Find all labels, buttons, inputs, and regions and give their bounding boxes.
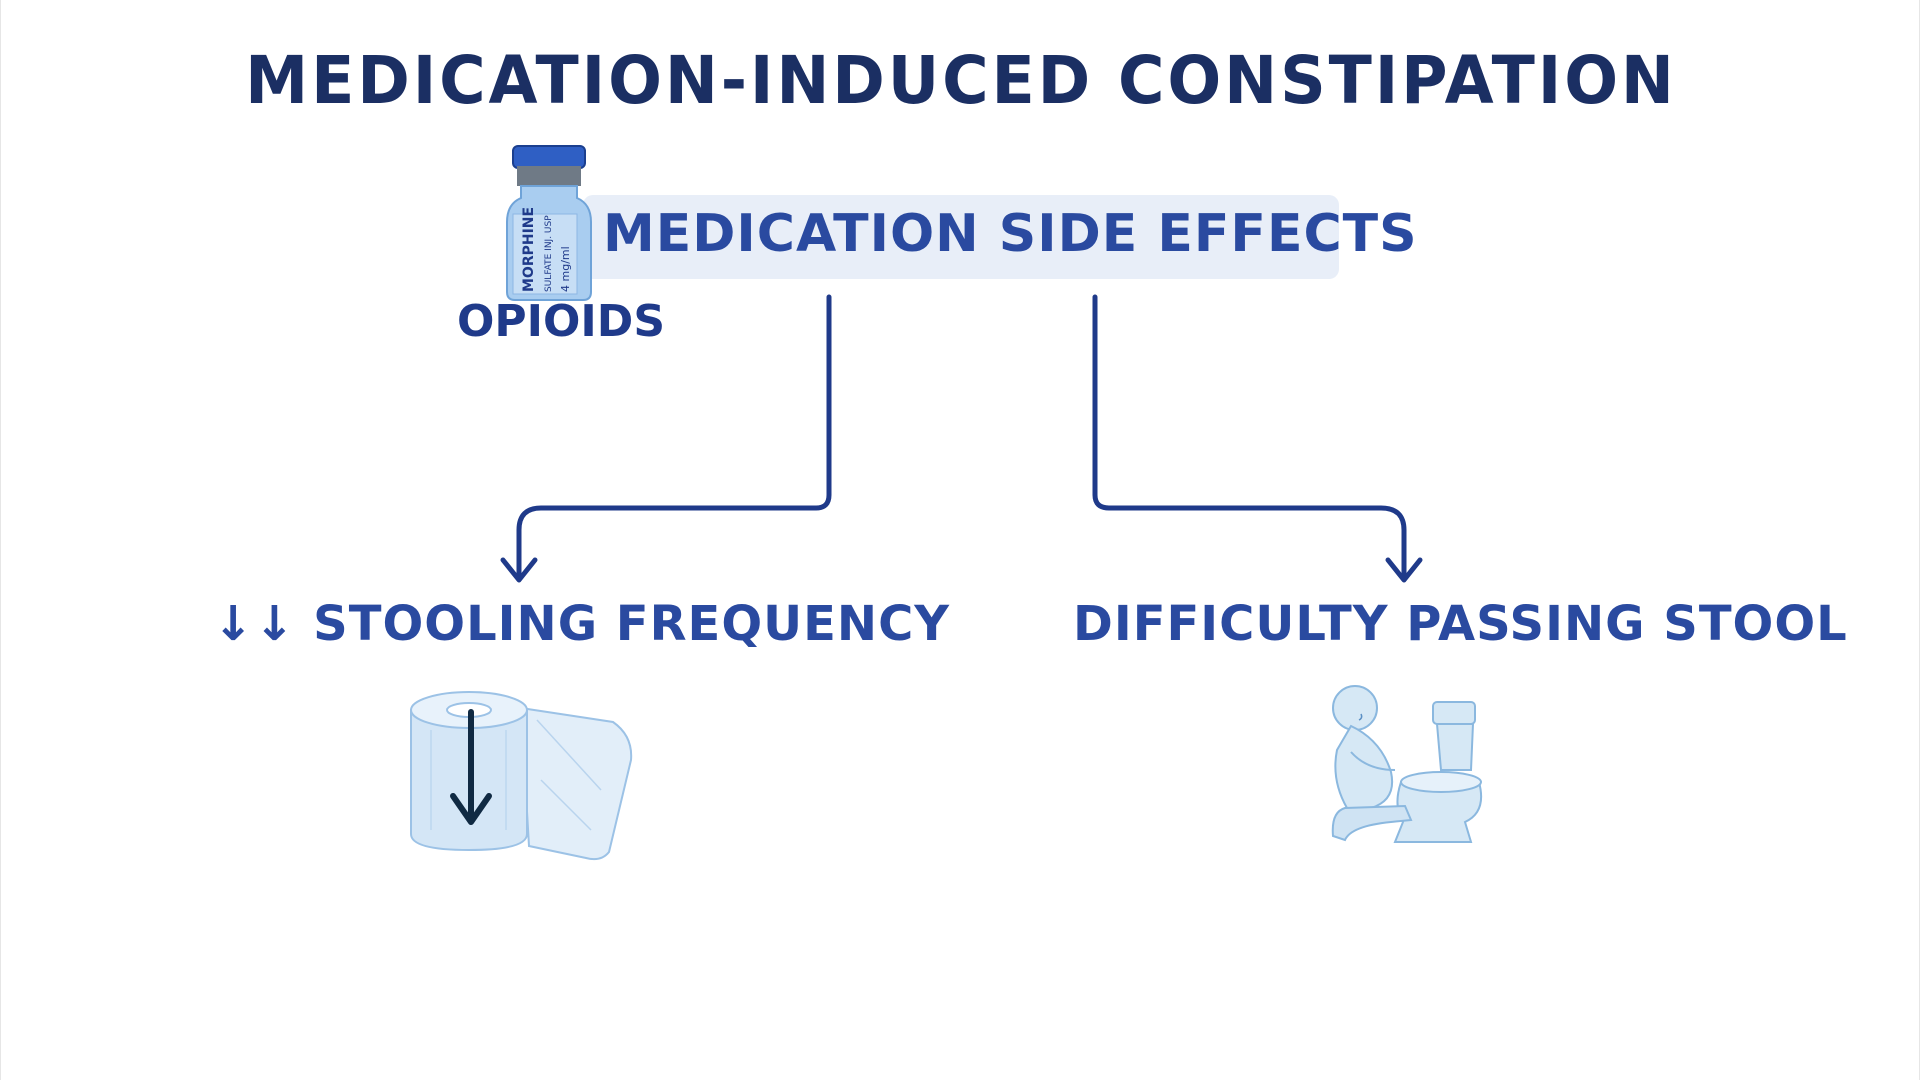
vial-icon: MORPHINE SULFATE INJ. USP 4 mg/ml <box>506 145 592 301</box>
difficulty-passing-stool-label: DIFFICULTY PASSING STOOL <box>1073 596 1848 652</box>
opioids-label: OPIOIDS <box>457 296 666 347</box>
vial-drug-form: SULFATE INJ. USP <box>544 215 554 292</box>
page-title: MEDICATION-INDUCED CONSTIPATION <box>245 42 1677 119</box>
toilet-paper-roll-icon <box>410 691 633 861</box>
down-arrow-icon <box>450 709 492 825</box>
left-arrowhead-icon <box>500 557 538 583</box>
left-connector-arrow <box>516 294 832 581</box>
stooling-frequency-label: ↓↓ STOOLING FREQUENCY <box>213 596 951 652</box>
person-on-toilet-icon <box>1331 685 1483 843</box>
right-connector-arrow <box>1092 294 1407 581</box>
right-arrowhead-icon <box>1385 557 1423 583</box>
vial-drug-name: MORPHINE <box>521 207 537 292</box>
side-effects-label: MEDICATION SIDE EFFECTS <box>603 204 1418 264</box>
vial-drug-dose: 4 mg/ml <box>559 246 572 292</box>
side-effects-highlight <box>583 195 1339 279</box>
